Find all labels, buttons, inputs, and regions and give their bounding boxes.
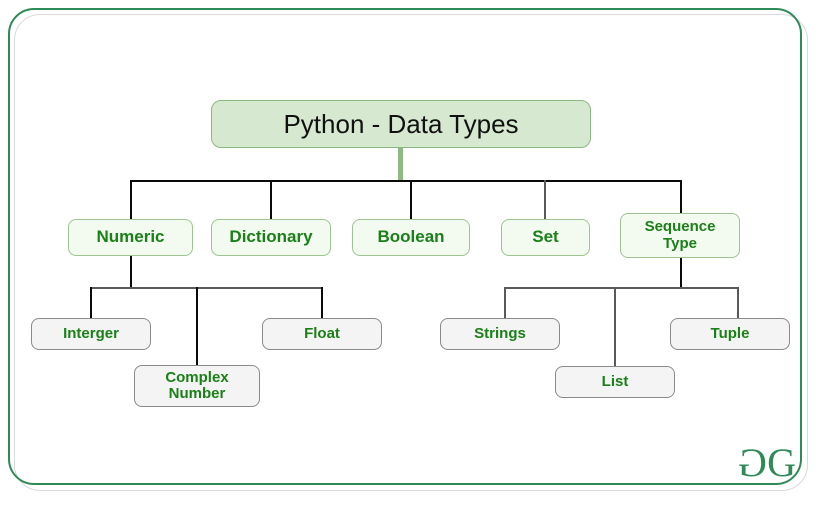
- node-leaf-complex-number-label-line1: Complex: [165, 368, 229, 386]
- node-root-label: Python - Data Types: [283, 108, 519, 139]
- connector-drop-boolean: [410, 180, 412, 219]
- node-category-numeric-label: Numeric: [96, 227, 165, 247]
- connector-drop-strings: [504, 287, 506, 318]
- outer-frame-border: [8, 8, 802, 485]
- connector-drop-set: [544, 180, 546, 219]
- node-leaf-float[interactable]: Float: [262, 318, 382, 350]
- node-category-dictionary[interactable]: Dictionary: [211, 219, 331, 256]
- node-category-boolean-label: Boolean: [377, 227, 445, 247]
- node-leaf-complex-number-label: Complex Number: [165, 368, 229, 402]
- node-leaf-complex-number-label-line2: Number: [168, 385, 226, 402]
- connector-drop-complex-number: [196, 287, 198, 366]
- node-root-python-data-types[interactable]: Python - Data Types: [211, 100, 591, 148]
- connector-numeric-bus: [90, 287, 323, 289]
- geeksforgeeks-logo: GG: [740, 440, 796, 485]
- node-category-sequence-type-label: Sequence Type: [644, 218, 716, 252]
- node-leaf-list-label: List: [601, 372, 629, 390]
- node-category-set[interactable]: Set: [501, 219, 590, 256]
- node-leaf-tuple-label: Tuple: [710, 324, 750, 342]
- node-category-sequence-type-label-line1: Sequence: [644, 218, 716, 236]
- geeksforgeeks-logo-mirrored-g: G: [740, 440, 768, 485]
- connector-drop-tuple: [737, 287, 739, 318]
- node-category-boolean[interactable]: Boolean: [352, 219, 470, 256]
- node-category-set-label: Set: [532, 227, 559, 247]
- connector-drop-list: [614, 287, 616, 366]
- connector-numeric-stem: [130, 255, 132, 288]
- connector-drop-interger: [90, 287, 92, 318]
- connector-sequence-stem: [680, 258, 682, 288]
- node-leaf-strings-label: Strings: [474, 324, 526, 342]
- connector-drop-dictionary: [270, 180, 272, 219]
- geeksforgeeks-logo-g: G: [767, 440, 796, 485]
- node-leaf-list[interactable]: List: [555, 366, 675, 398]
- node-leaf-float-label: Float: [304, 324, 340, 342]
- node-leaf-strings[interactable]: Strings: [440, 318, 560, 350]
- node-category-sequence-type[interactable]: Sequence Type: [620, 213, 740, 258]
- node-leaf-complex-number[interactable]: Complex Number: [134, 365, 260, 407]
- connector-root-stub: [398, 148, 403, 181]
- node-leaf-interger[interactable]: Interger: [31, 318, 151, 350]
- connector-drop-sequence-type: [680, 180, 682, 213]
- node-category-dictionary-label: Dictionary: [229, 227, 313, 247]
- node-category-sequence-type-label-line2: Type: [663, 234, 697, 252]
- connector-level1-bus: [130, 180, 682, 182]
- connector-sequence-bus: [504, 287, 738, 289]
- node-leaf-tuple[interactable]: Tuple: [670, 318, 790, 350]
- connector-drop-numeric: [130, 180, 132, 219]
- node-leaf-interger-label: Interger: [63, 324, 119, 342]
- node-category-numeric[interactable]: Numeric: [68, 219, 193, 256]
- connector-drop-float: [321, 287, 323, 318]
